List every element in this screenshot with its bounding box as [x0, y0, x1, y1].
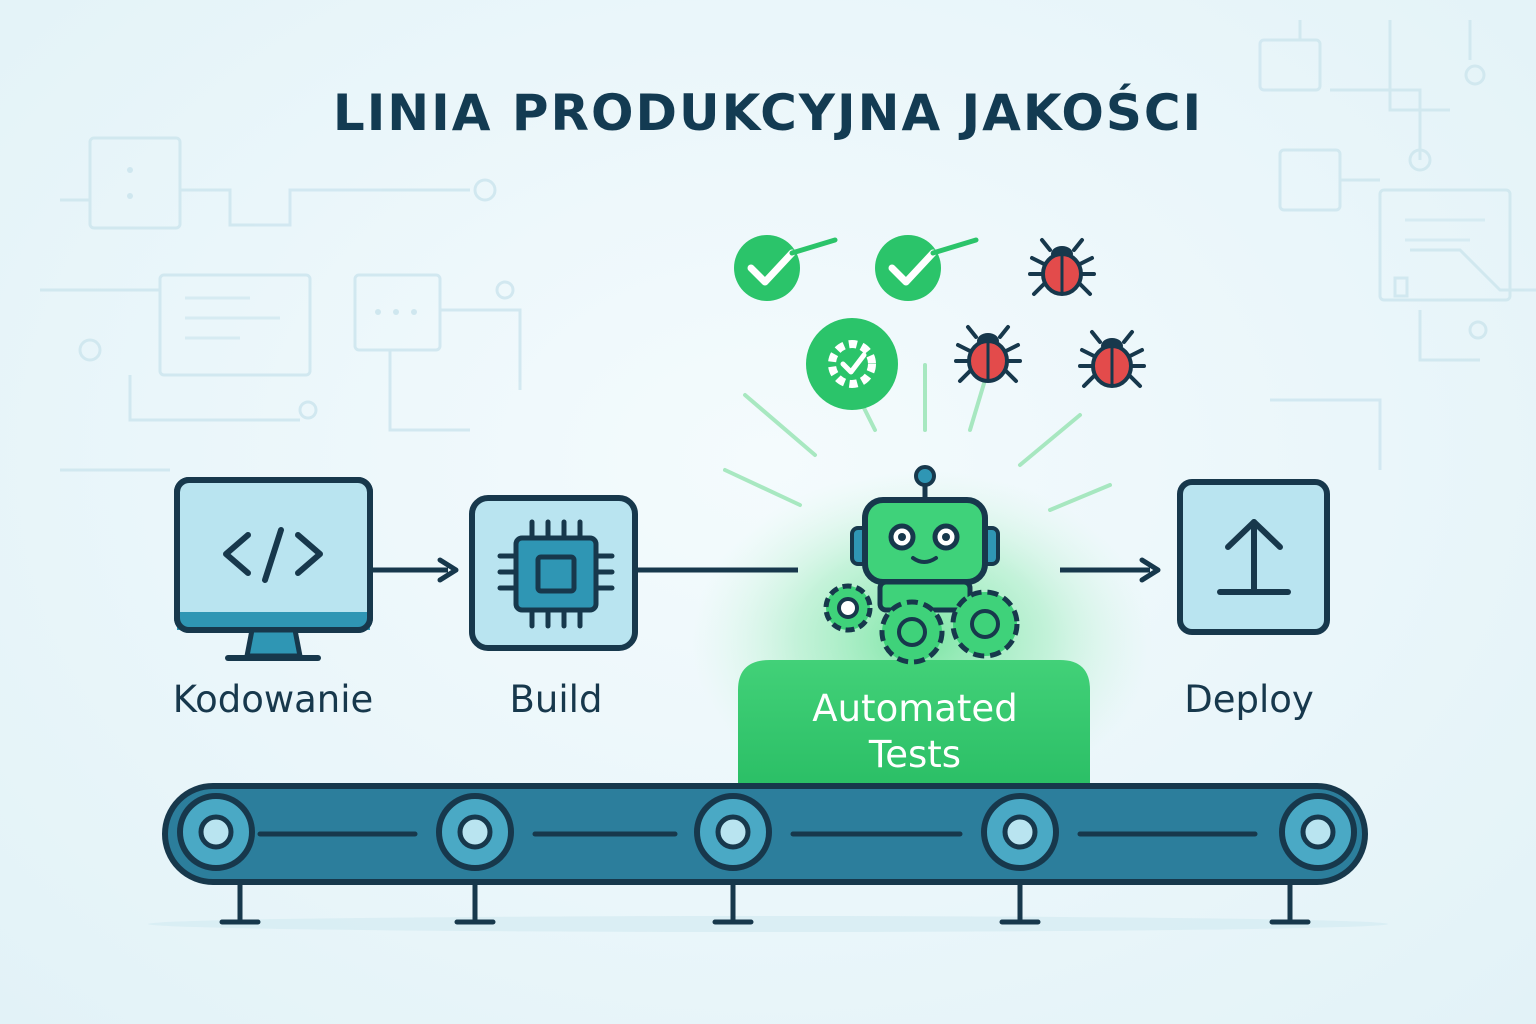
check-icon	[875, 235, 979, 301]
tests-label-line2: Tests	[868, 733, 962, 776]
bug-icon	[1028, 238, 1096, 296]
monitor-code-icon	[174, 477, 373, 661]
gear-icon	[950, 589, 1020, 659]
gear-icon	[879, 599, 945, 665]
check-icon	[734, 235, 838, 301]
page-title: LINIA PRODUKCYJNA JAKOŚCI	[332, 84, 1204, 142]
stage-label-deploy: Deploy	[1184, 678, 1314, 721]
arrow-coding-to-build	[372, 557, 459, 583]
gear-check-icon	[806, 318, 898, 410]
stage-label-automated-tests: Automated Tests	[740, 686, 1090, 778]
upload-icon	[1177, 479, 1330, 635]
stage-label-coding: Kodowanie	[172, 678, 374, 721]
robot-icon	[850, 465, 1000, 613]
conveyor-roller	[1279, 793, 1357, 871]
conveyor-roller	[694, 793, 772, 871]
conveyor-roller	[177, 793, 255, 871]
conveyor-roller	[981, 793, 1059, 871]
chip-icon	[469, 495, 638, 651]
gear-icon	[823, 583, 873, 633]
conveyor-roller	[436, 793, 514, 871]
arrow-tests-to-deploy	[1060, 557, 1161, 583]
bug-icon	[1078, 330, 1146, 388]
tests-label-line1: Automated	[812, 687, 1018, 730]
stage-label-build: Build	[509, 678, 603, 721]
bug-icon	[954, 325, 1022, 383]
